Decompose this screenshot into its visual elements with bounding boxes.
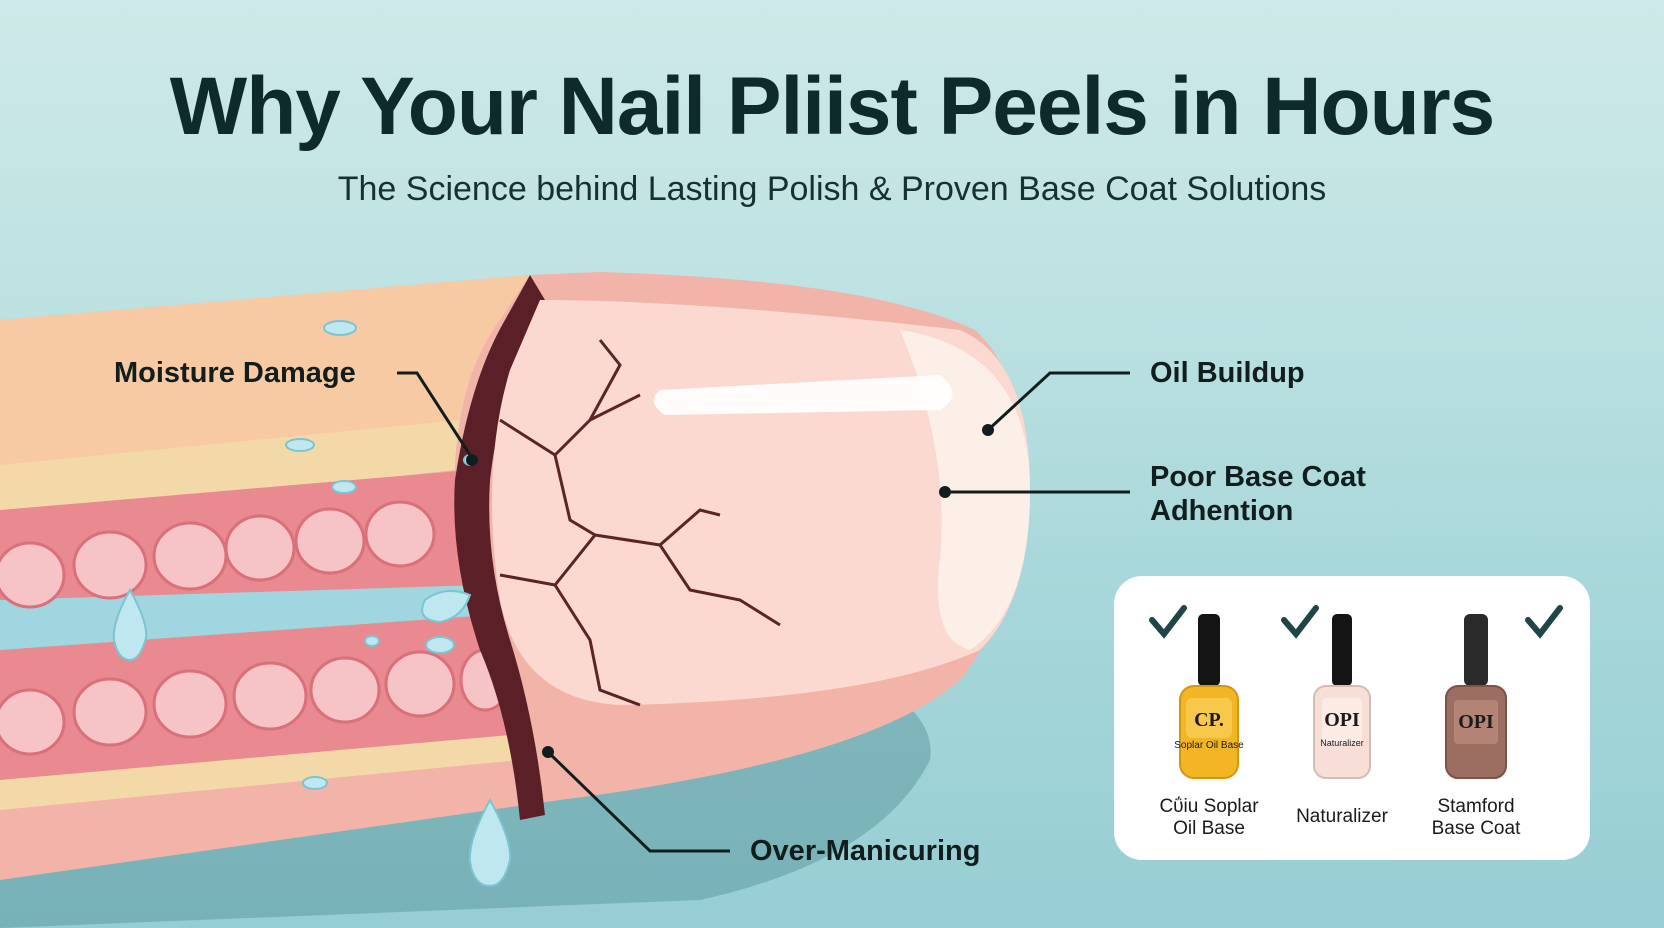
bottle-1-brand: CP. xyxy=(1194,709,1224,731)
nail-polish-bottle-icon xyxy=(1445,614,1507,779)
page-subtitle: The Science behind Lasting Polish & Prov… xyxy=(337,170,1327,208)
callout-poor-base-line1: Poor Base Coat xyxy=(1150,461,1366,493)
nail-polish-bottle-icon xyxy=(1313,614,1371,779)
callout-oil-buildup: Oil Buildup xyxy=(1150,357,1305,389)
skin-upper-band xyxy=(0,275,530,470)
product-2-name-line1: Naturalizer xyxy=(1296,806,1388,827)
product-3-name-line2: Base Coat xyxy=(1431,818,1521,839)
callout-moisture-damage: Moisture Damage xyxy=(114,357,356,389)
bottle-2-label: Naturalizer xyxy=(1320,738,1364,748)
callout-over-manicuring: Over-Manicuring xyxy=(750,835,981,867)
product-2-name: Naturalizer xyxy=(1272,806,1412,828)
callout-poor-base-coat: Poor Base Coat Adhention xyxy=(1150,460,1366,528)
bottle-1-label: Soplar Oil Base xyxy=(1174,740,1244,751)
nail-cracks xyxy=(499,339,781,707)
callout-dots xyxy=(466,424,994,758)
product-3-name: Stamford Base Coat xyxy=(1406,796,1546,840)
water-drop-icon xyxy=(468,797,512,888)
bottle-2-brand: OPI xyxy=(1324,709,1360,731)
checkmark-icon xyxy=(1281,605,1319,639)
cell-row-2 xyxy=(0,648,511,756)
base-coat-products-card: CP. Soplar Oil Base OPI Naturalizer OPI … xyxy=(1114,576,1590,860)
cell-row-1 xyxy=(0,500,436,609)
bottle-3-brand: OPI xyxy=(1458,711,1494,733)
skin-lower-band xyxy=(0,735,520,810)
nail-polish-bottle-icon xyxy=(1179,614,1239,779)
product-1-name: Cΰiu Soplar Oil Base xyxy=(1139,796,1279,840)
checkmark-icon xyxy=(1149,605,1187,639)
skin-upper-band-lower xyxy=(0,420,460,520)
product-1-name-line1: Cΰiu Soplar xyxy=(1159,796,1259,817)
page-title: Why Your Nail Pliist Peels in Hours xyxy=(169,61,1495,152)
water-drops xyxy=(112,320,512,888)
product-3-name-line1: Stamford xyxy=(1437,796,1515,817)
water-drop-icon xyxy=(112,587,148,662)
nail-highlight xyxy=(653,375,953,415)
callout-lines xyxy=(397,371,1130,853)
cuticle-gap xyxy=(454,275,545,820)
checkmark-icon xyxy=(1525,605,1563,639)
callout-poor-base-line2: Adhention xyxy=(1150,495,1294,527)
water-drop-icon xyxy=(421,590,472,624)
products-graphic: CP. Soplar Oil Base OPI Naturalizer OPI xyxy=(1149,605,1563,779)
product-1-name-line2: Oil Base xyxy=(1173,818,1245,839)
